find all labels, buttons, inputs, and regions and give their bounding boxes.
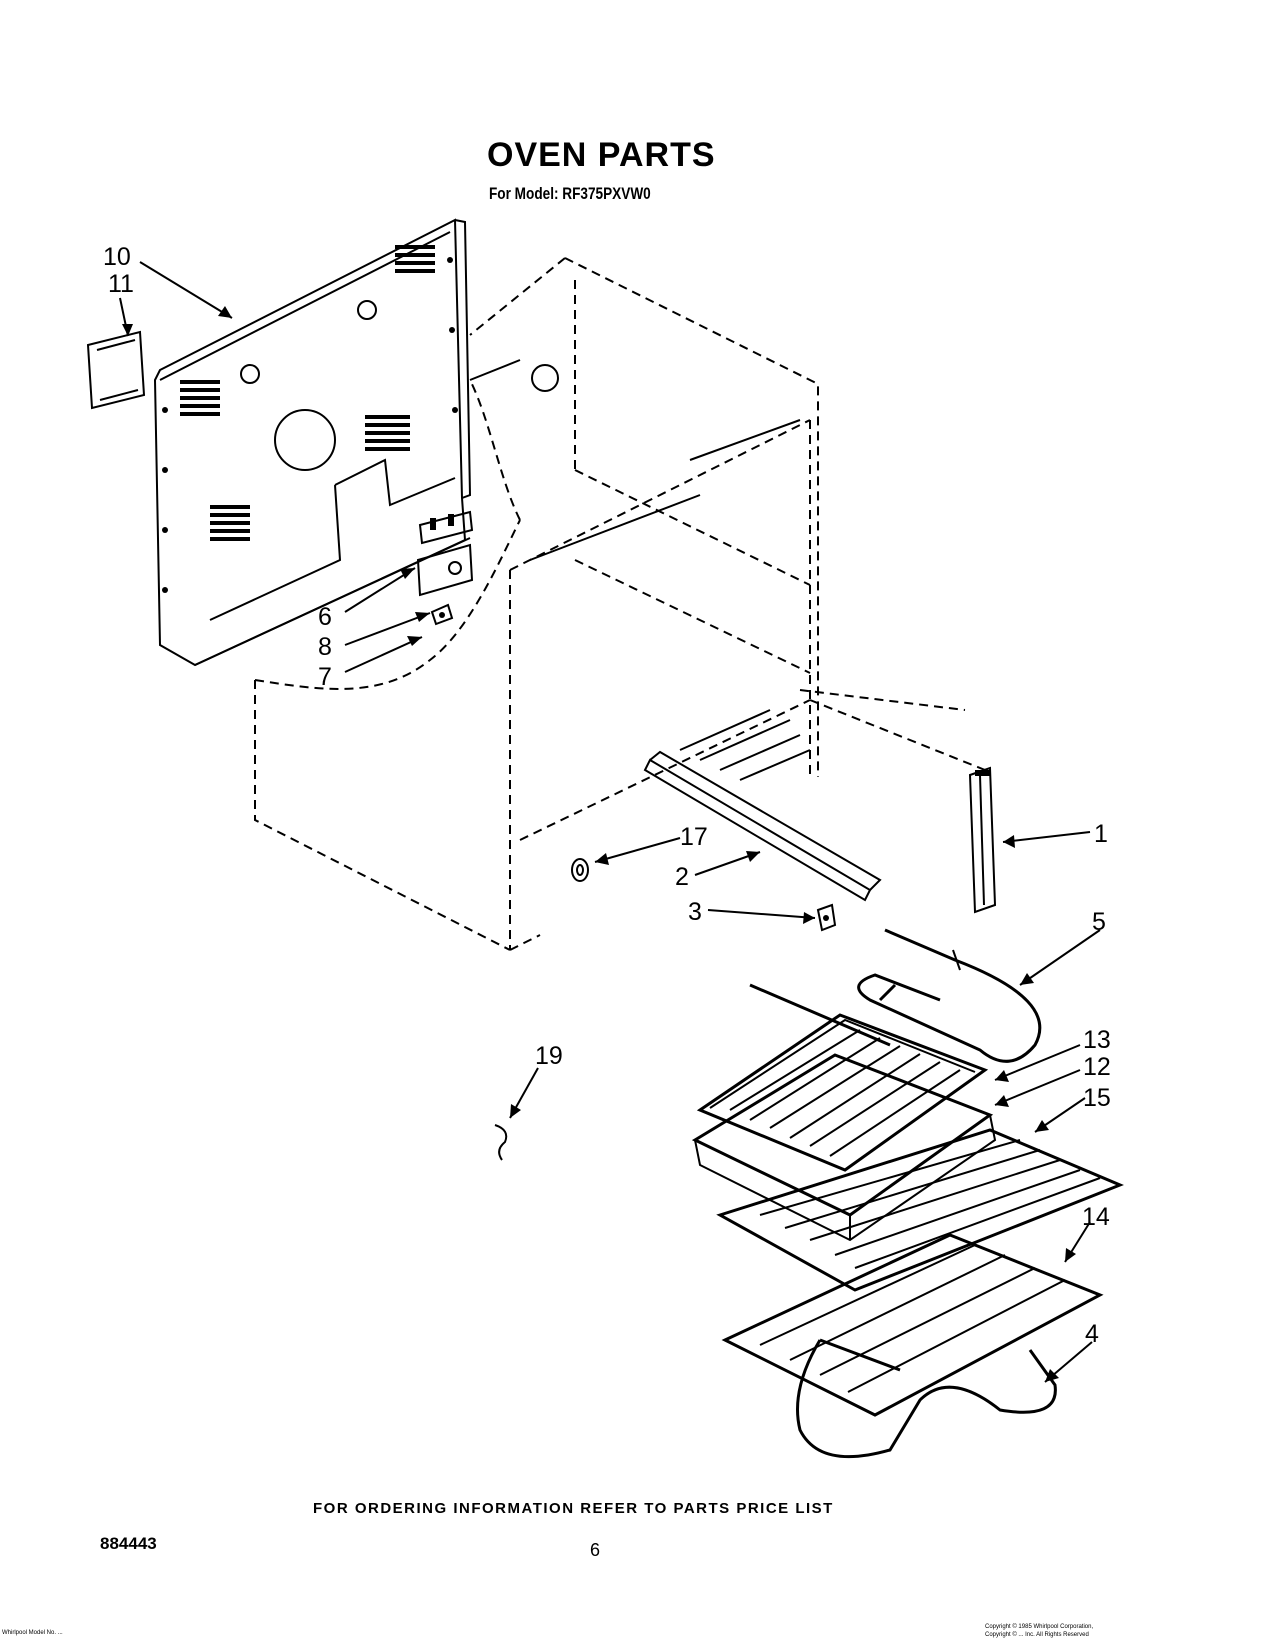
ordering-info-note: FOR ORDERING INFORMATION REFER TO PARTS … <box>313 1500 834 1517</box>
callout-3: 3 <box>688 898 702 926</box>
louver-top-right <box>395 245 435 273</box>
part-8-clip <box>430 603 454 626</box>
panel-hole <box>240 364 260 384</box>
copyright-line-2: Copyright © ... Inc. All Rights Reserved <box>985 1632 1089 1638</box>
callout-17: 17 <box>680 823 708 851</box>
oven-cabinet-frame <box>254 257 986 951</box>
part-1-side-trim <box>968 766 997 914</box>
callout-8: 8 <box>318 633 332 661</box>
document-number: 884443 <box>100 1534 157 1553</box>
callout-labels: 10 11 6 8 7 17 2 3 1 5 13 12 15 14 4 19 <box>103 243 1111 1348</box>
louver-bottom-left <box>210 505 250 541</box>
callout-11: 11 <box>108 270 134 298</box>
callout-4: 4 <box>1085 1320 1099 1348</box>
panel-large-hole <box>274 409 336 471</box>
copyright-notice: Copyright © 1985 Whirlpool Corporation, … <box>985 1623 1093 1639</box>
part-5-broil-element <box>749 928 1042 1063</box>
model-subtitle: For Model: RF375PXVW0 <box>489 184 651 203</box>
callout-19: 19 <box>535 1042 563 1070</box>
part-3-bracket <box>816 903 837 932</box>
part-4-bake-element <box>796 1338 1057 1459</box>
part-19-screw <box>494 1124 508 1161</box>
part-2-front-trim <box>643 709 882 902</box>
part-10-rear-panel <box>153 218 472 667</box>
callout-10: 10 <box>103 243 131 271</box>
callout-2: 2 <box>675 863 689 891</box>
part-6-terminal-block <box>416 510 474 597</box>
callout-12: 12 <box>1083 1053 1111 1081</box>
page-number: 6 <box>590 1540 601 1560</box>
part-13-broiler-grid <box>696 1013 989 1172</box>
callout-7: 7 <box>318 663 332 691</box>
model-footnote: Whirlpool Model No. ... <box>2 1630 63 1636</box>
part-15-oven-rack <box>716 1128 1124 1292</box>
page-title: OVEN PARTS <box>487 136 716 174</box>
callout-13: 13 <box>1083 1026 1111 1054</box>
callout-5: 5 <box>1092 908 1106 936</box>
callout-15: 15 <box>1083 1084 1111 1112</box>
panel-hole <box>357 300 377 320</box>
louver-middle <box>365 415 410 451</box>
callout-1: 1 <box>1094 820 1108 848</box>
copyright-line-1: Copyright © 1985 Whirlpool Corporation, <box>985 1624 1094 1630</box>
callout-6: 6 <box>318 603 332 631</box>
louver-top-left <box>180 380 220 416</box>
part-11-bracket <box>86 330 146 410</box>
part-17-plug <box>571 858 589 882</box>
leader-lines <box>119 261 1101 1383</box>
callout-14: 14 <box>1082 1203 1110 1231</box>
part-14-oven-rack <box>721 1233 1104 1417</box>
